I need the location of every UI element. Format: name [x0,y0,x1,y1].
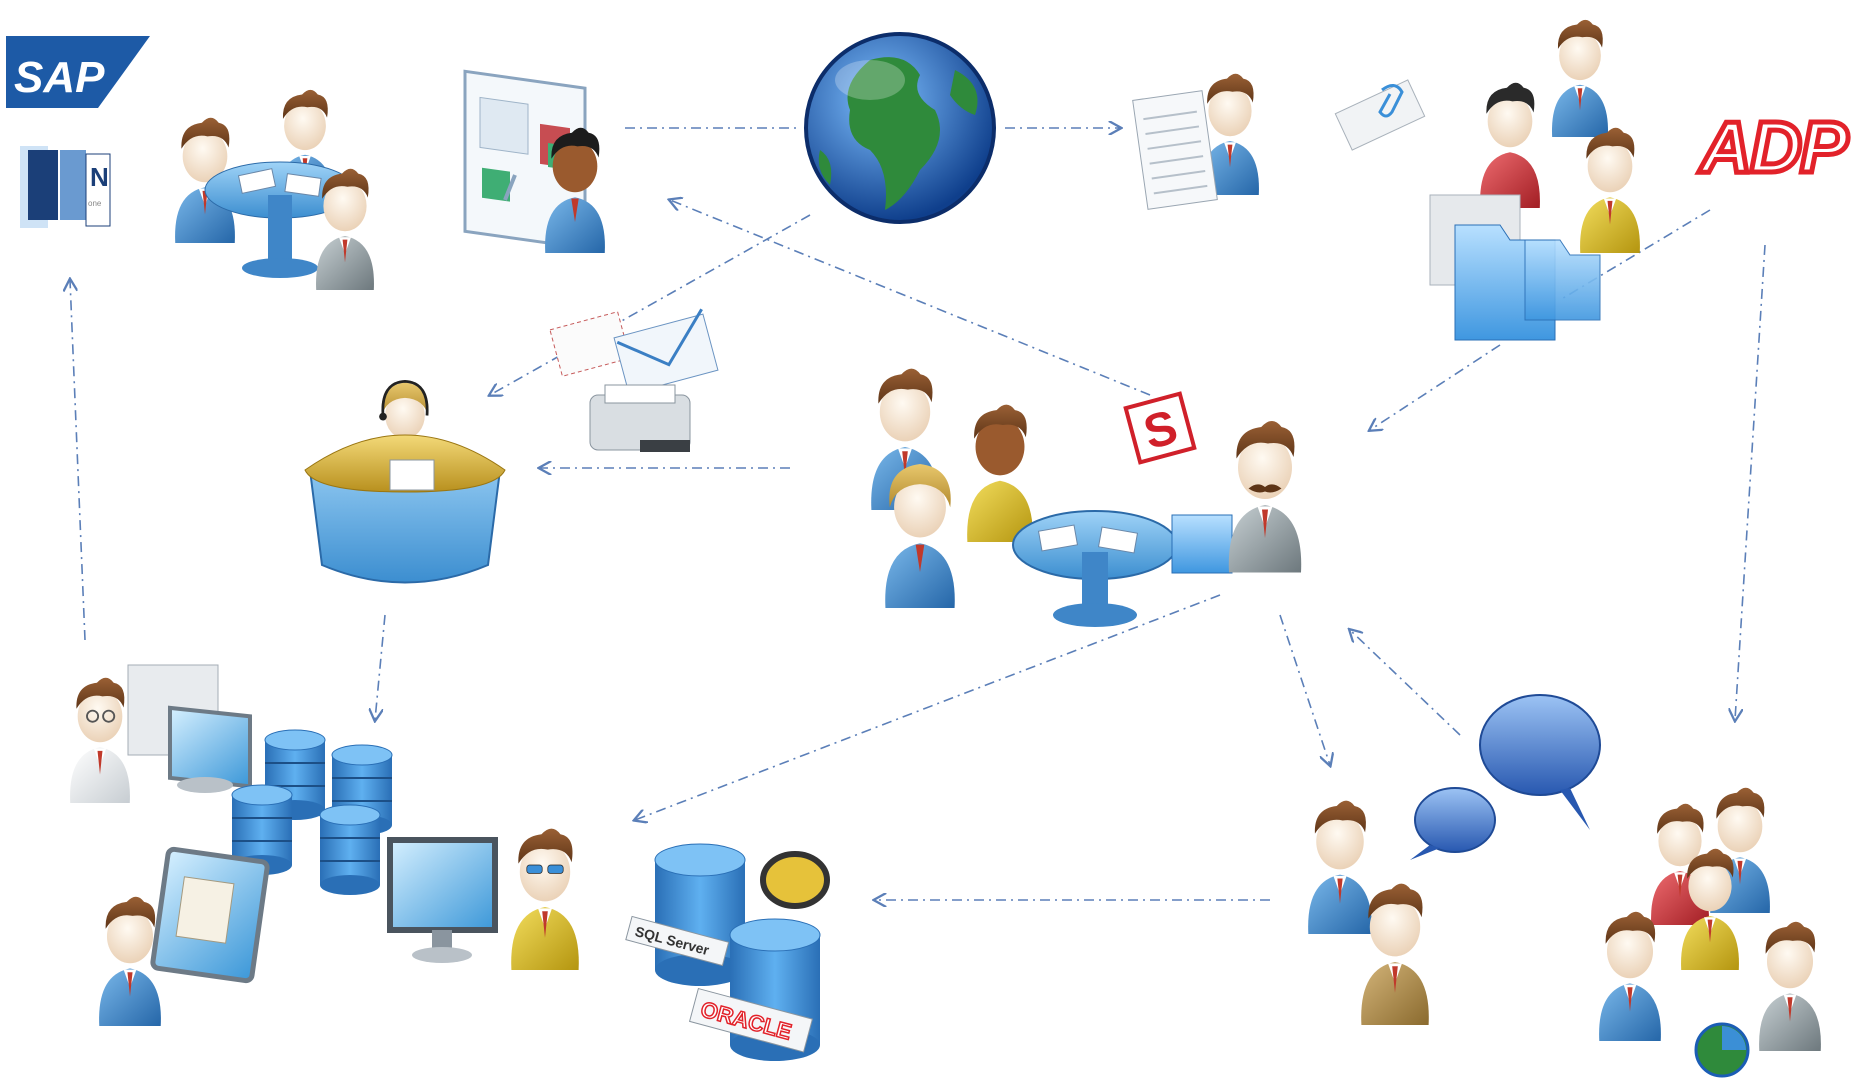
printer-icon [589,384,691,452]
receptionist [304,380,506,584]
scroll-icon [150,846,270,984]
arrow-folders-to-central [1370,344,1501,430]
arrow-bottomleft-to-sap [70,280,86,641]
doctor-with-computer [70,664,252,803]
it-user-with-monitor [387,828,579,970]
presenter [463,69,605,253]
computer-icon [127,664,252,793]
adp-logo: ADP [1696,100,1860,191]
mail-printer [549,308,719,452]
n-logo-subtext: one [88,199,102,208]
arrow-central-to-itdb [635,594,1221,820]
envelope-icon [613,308,719,395]
central-team: S [871,368,1302,627]
headset-icon [381,380,429,416]
globe-badge-icon [1694,1022,1750,1078]
paperclip-note [1334,79,1426,151]
n-logo-letter: N [90,162,109,192]
sql-oracle-databases: SQL Server ORACLE [625,843,830,1061]
arrow-adp-to-chat [1735,244,1766,720]
scroll-user [99,846,270,1026]
connector-arrows [70,128,1766,900]
meeting-table-icon [204,161,356,278]
hr-team-with-folders [1429,19,1640,341]
clerk-with-document [1132,73,1259,210]
sap-logo-text: SAP [14,53,105,102]
monitor-icon [387,837,498,963]
n-logo: N one [20,146,111,228]
chatting-group [1308,694,1821,1078]
meeting-table-icon [1012,510,1178,627]
arrow-chat-to-central [1350,630,1461,736]
arrow-receptionist-to-databases [375,614,386,720]
globe-icon [804,32,996,224]
document-icon [1132,90,1218,210]
reception-desk [304,434,506,584]
arrow-globe-to-receptionist [490,214,811,395]
presentation-board-icon [463,69,587,250]
paperclip-icon [1378,84,1404,118]
meeting-group [175,89,374,290]
sap-logo: SAP [6,36,150,108]
arrow-central-to-chat [1279,614,1330,765]
adp-logo-text: ADP [1698,108,1849,188]
arrow-adp-to-folders [1559,209,1711,301]
globe[interactable] [804,32,996,224]
arrow-central-to-presenter [670,200,1151,396]
s-badge: S [1123,391,1197,465]
folder-icon [1429,194,1601,341]
speech-bubble-icon [1410,694,1601,860]
